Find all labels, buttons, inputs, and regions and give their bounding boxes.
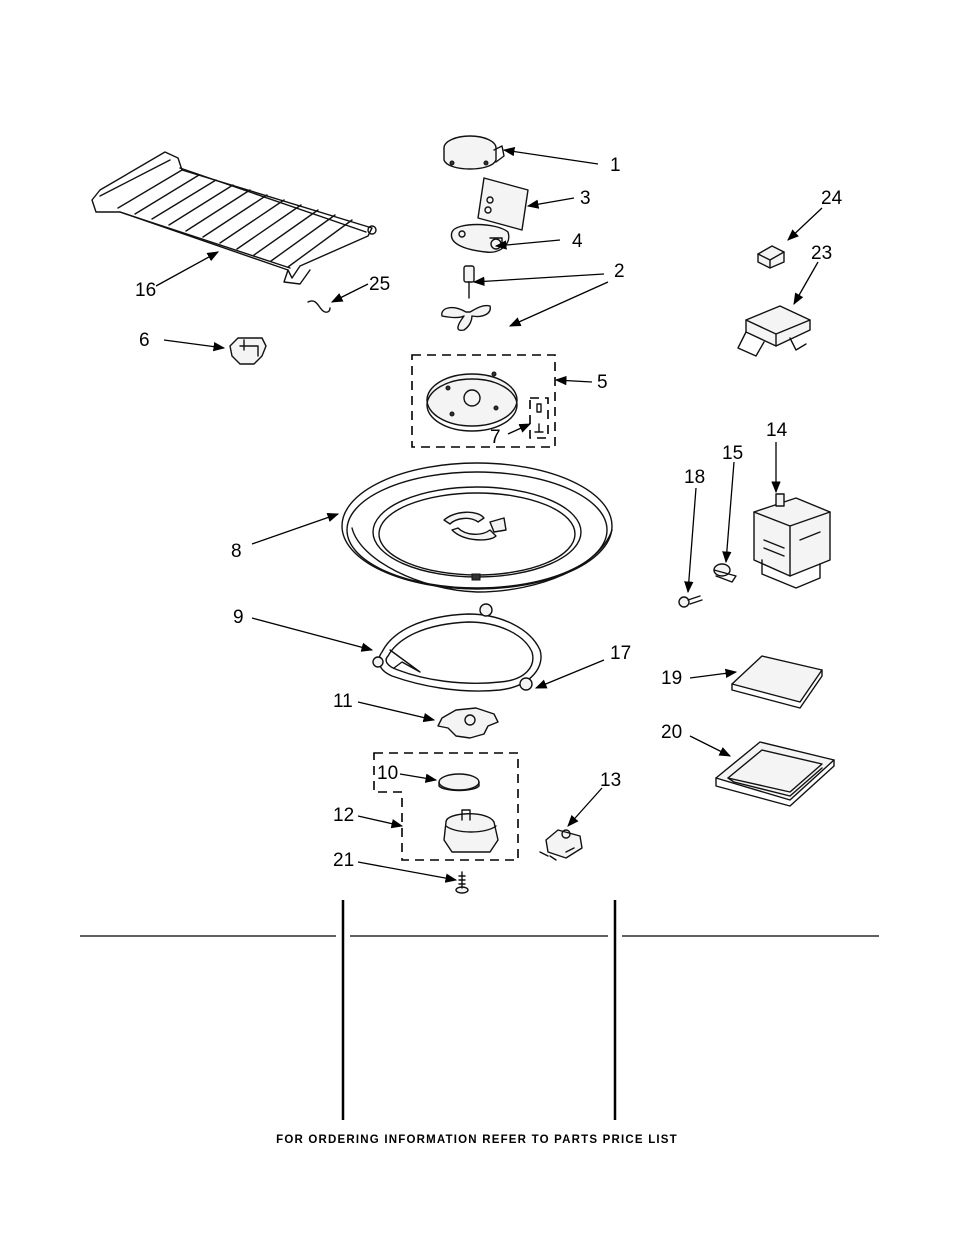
turntable-tray-part-8	[341, 462, 613, 593]
callout-17: 17	[610, 643, 631, 664]
clip-part-25	[307, 300, 331, 313]
callout-24: 24	[821, 188, 843, 209]
callout-12: 12	[333, 805, 354, 826]
stirrer-assembly-part-5	[411, 354, 556, 448]
callout-25: 25	[369, 274, 390, 295]
callout-labels: 1 2 3 4 5 6 7 8 9 10 11 12 13 14 15 16 1…	[135, 155, 843, 871]
callout-7: 7	[490, 427, 501, 448]
callout-18: 18	[684, 467, 705, 488]
bracket-part-6	[229, 337, 267, 365]
roller-ring-part-9	[372, 603, 542, 692]
wire-rack-part	[91, 151, 377, 285]
callout-1: 1	[610, 155, 621, 176]
fan-part-2	[441, 265, 491, 331]
ordering-info-footer: FOR ORDERING INFORMATION REFER TO PARTS …	[276, 1134, 678, 1146]
callout-11: 11	[333, 691, 353, 712]
thermostat-part-15	[713, 563, 737, 583]
filter-part-19	[731, 655, 823, 709]
bracket-part-23	[737, 305, 811, 357]
callout-6: 6	[139, 330, 150, 351]
callout-20: 20	[661, 722, 682, 743]
screw-part-21	[455, 871, 469, 894]
plate-part-3	[477, 177, 529, 231]
parts-table-rules	[80, 900, 879, 1120]
callout-3: 3	[580, 188, 591, 209]
coupler-part-11	[437, 707, 499, 739]
block-part-24	[757, 245, 785, 269]
leader-lines	[155, 146, 823, 883]
motor-part-1	[443, 135, 505, 170]
callout-5: 5	[597, 372, 608, 393]
callout-9: 9	[233, 607, 244, 628]
turntable-motor-assembly-part-12	[373, 752, 519, 861]
bracket-part-4	[450, 223, 510, 253]
callout-23: 23	[811, 243, 832, 264]
callout-13: 13	[600, 770, 621, 791]
callout-16: 16	[135, 280, 156, 301]
terminal-part-13	[539, 829, 583, 861]
magnetron-part-14	[753, 493, 831, 589]
callout-15: 15	[722, 443, 743, 464]
screw-part-18	[678, 595, 703, 608]
filter-frame-part-20	[715, 741, 835, 807]
callout-19: 19	[661, 668, 682, 689]
callout-4: 4	[572, 231, 583, 252]
callout-10: 10	[377, 763, 398, 784]
callout-8: 8	[231, 541, 242, 562]
callout-14: 14	[766, 420, 788, 441]
callout-2: 2	[614, 261, 625, 282]
callout-21: 21	[333, 850, 354, 871]
